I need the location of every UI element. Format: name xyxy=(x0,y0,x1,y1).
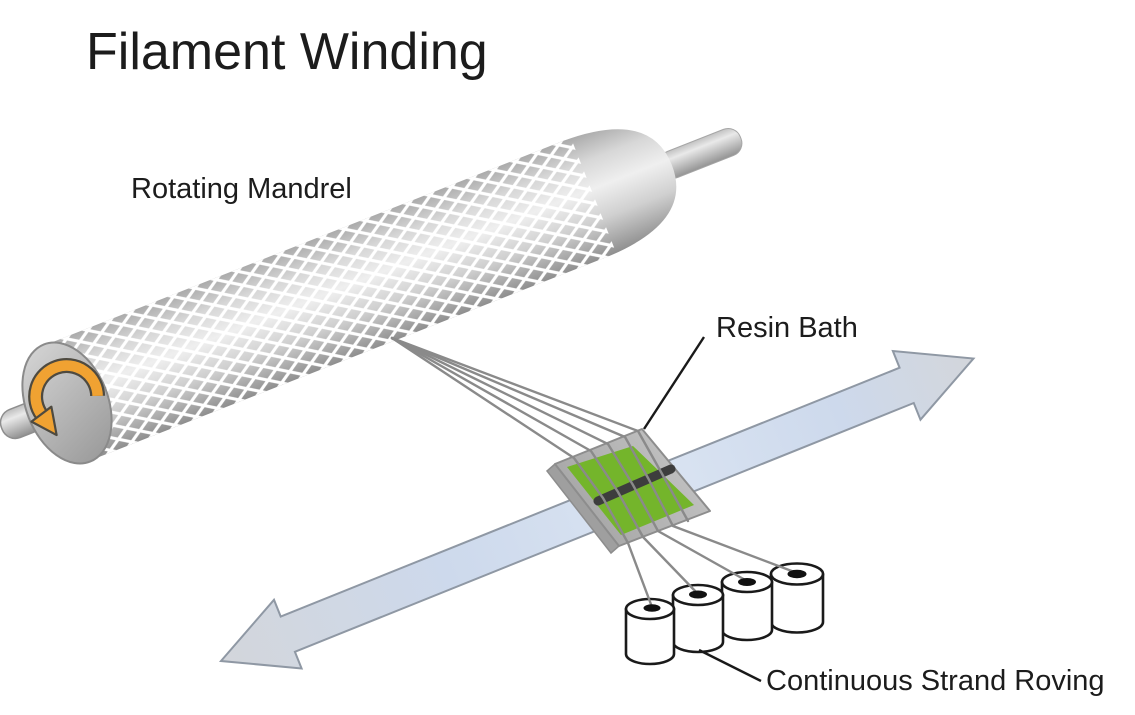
rotating-mandrel xyxy=(0,127,743,465)
guide-rod xyxy=(593,464,676,506)
mandrel-crosshatch xyxy=(44,137,617,461)
spool-1 xyxy=(624,597,676,666)
fiber-strand-4 xyxy=(390,336,799,575)
spool-3-hole xyxy=(738,578,756,586)
roving-spools xyxy=(624,562,825,666)
fiber-strand-3 xyxy=(390,336,749,583)
resin-bath-label: Resin Bath xyxy=(716,312,858,344)
mandrel-right-shaft xyxy=(658,127,743,179)
fiber-strand-1 xyxy=(390,336,654,609)
fiber-strands xyxy=(390,336,799,609)
spool-4-hole xyxy=(787,569,807,579)
rotation-arrow-arc xyxy=(30,360,103,419)
spool-holes xyxy=(643,569,807,612)
rotation-arrow-icon xyxy=(28,358,106,437)
page-title: Filament Winding xyxy=(86,23,488,81)
fiber-strand-5 xyxy=(390,336,690,523)
fiber-strand-2 xyxy=(390,336,700,596)
resin-bath-pointer-line xyxy=(642,336,706,430)
spool-1-hole xyxy=(643,604,661,612)
rotating-mandrel-label: Rotating Mandrel xyxy=(131,173,352,205)
rotation-arrow-head xyxy=(30,405,58,437)
continuous-strand-roving-label: Continuous Strand Roving xyxy=(766,665,1105,697)
roving-pointer-line xyxy=(698,648,762,683)
resin-bath xyxy=(545,428,711,555)
spool-2-hole xyxy=(689,590,707,599)
